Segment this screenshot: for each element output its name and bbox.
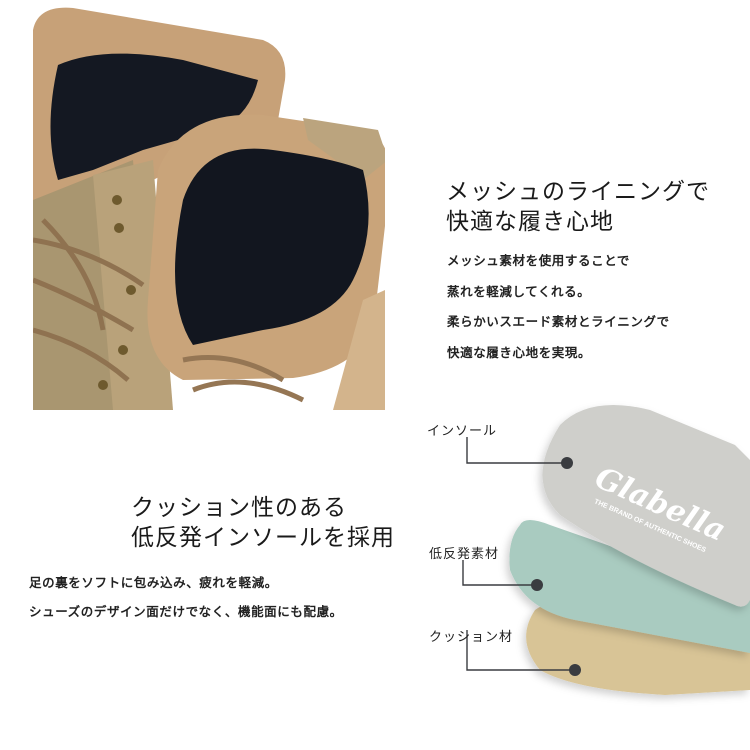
cushion-insole-heading: クッション性のある 低反発インソールを採用 bbox=[131, 494, 395, 554]
cushion-layer-label: クッション材 bbox=[429, 630, 514, 645]
heading-line: 低反発インソールを採用 bbox=[131, 524, 395, 551]
heading-line: クッション性のある bbox=[131, 495, 347, 521]
top-insole-layer bbox=[542, 405, 750, 607]
insole-layer-label: インソール bbox=[427, 424, 498, 439]
description-line: 足の裏をソフトに包み込み、疲れを軽減。 bbox=[29, 575, 278, 590]
low-rebound-layer-label: 低反発素材 bbox=[429, 547, 500, 562]
cushion-layer bbox=[526, 602, 750, 695]
boot-product-photo bbox=[33, 0, 385, 410]
description-line: 柔らかいスエード素材とライニングで bbox=[447, 314, 670, 329]
description-line: メッシュ素材を使用することで bbox=[447, 253, 631, 268]
insole-marker bbox=[561, 457, 573, 469]
heading-line: メッシュのライニングで bbox=[446, 179, 710, 205]
insole-layers-diagram: Glabella THE BRAND OF AUTHENTIC SHOES イン… bbox=[415, 385, 750, 715]
low-rebound-marker bbox=[531, 579, 543, 591]
description-line: 快適な履き心地を実現。 bbox=[447, 344, 592, 360]
description-line: シューズのデザイン面だけでなく、機能面にも配慮。 bbox=[29, 604, 343, 619]
cushion-marker bbox=[569, 664, 581, 676]
low-rebound-layer bbox=[509, 520, 750, 653]
description-line: 蒸れを軽減してくれる。 bbox=[447, 283, 591, 299]
mesh-lining-heading: メッシュのライニングで 快適な履き心地 bbox=[446, 178, 710, 238]
heading-line: 快適な履き心地 bbox=[446, 208, 614, 235]
cushion-insole-description: 足の裏をソフトに包み込み、疲れを軽減。 シューズのデザイン面だけでなく、機能面に… bbox=[29, 572, 343, 630]
mesh-lining-description: メッシュ素材を使用することで 蒸れを軽減してくれる。 柔らかいスエード素材とライ… bbox=[447, 250, 670, 372]
